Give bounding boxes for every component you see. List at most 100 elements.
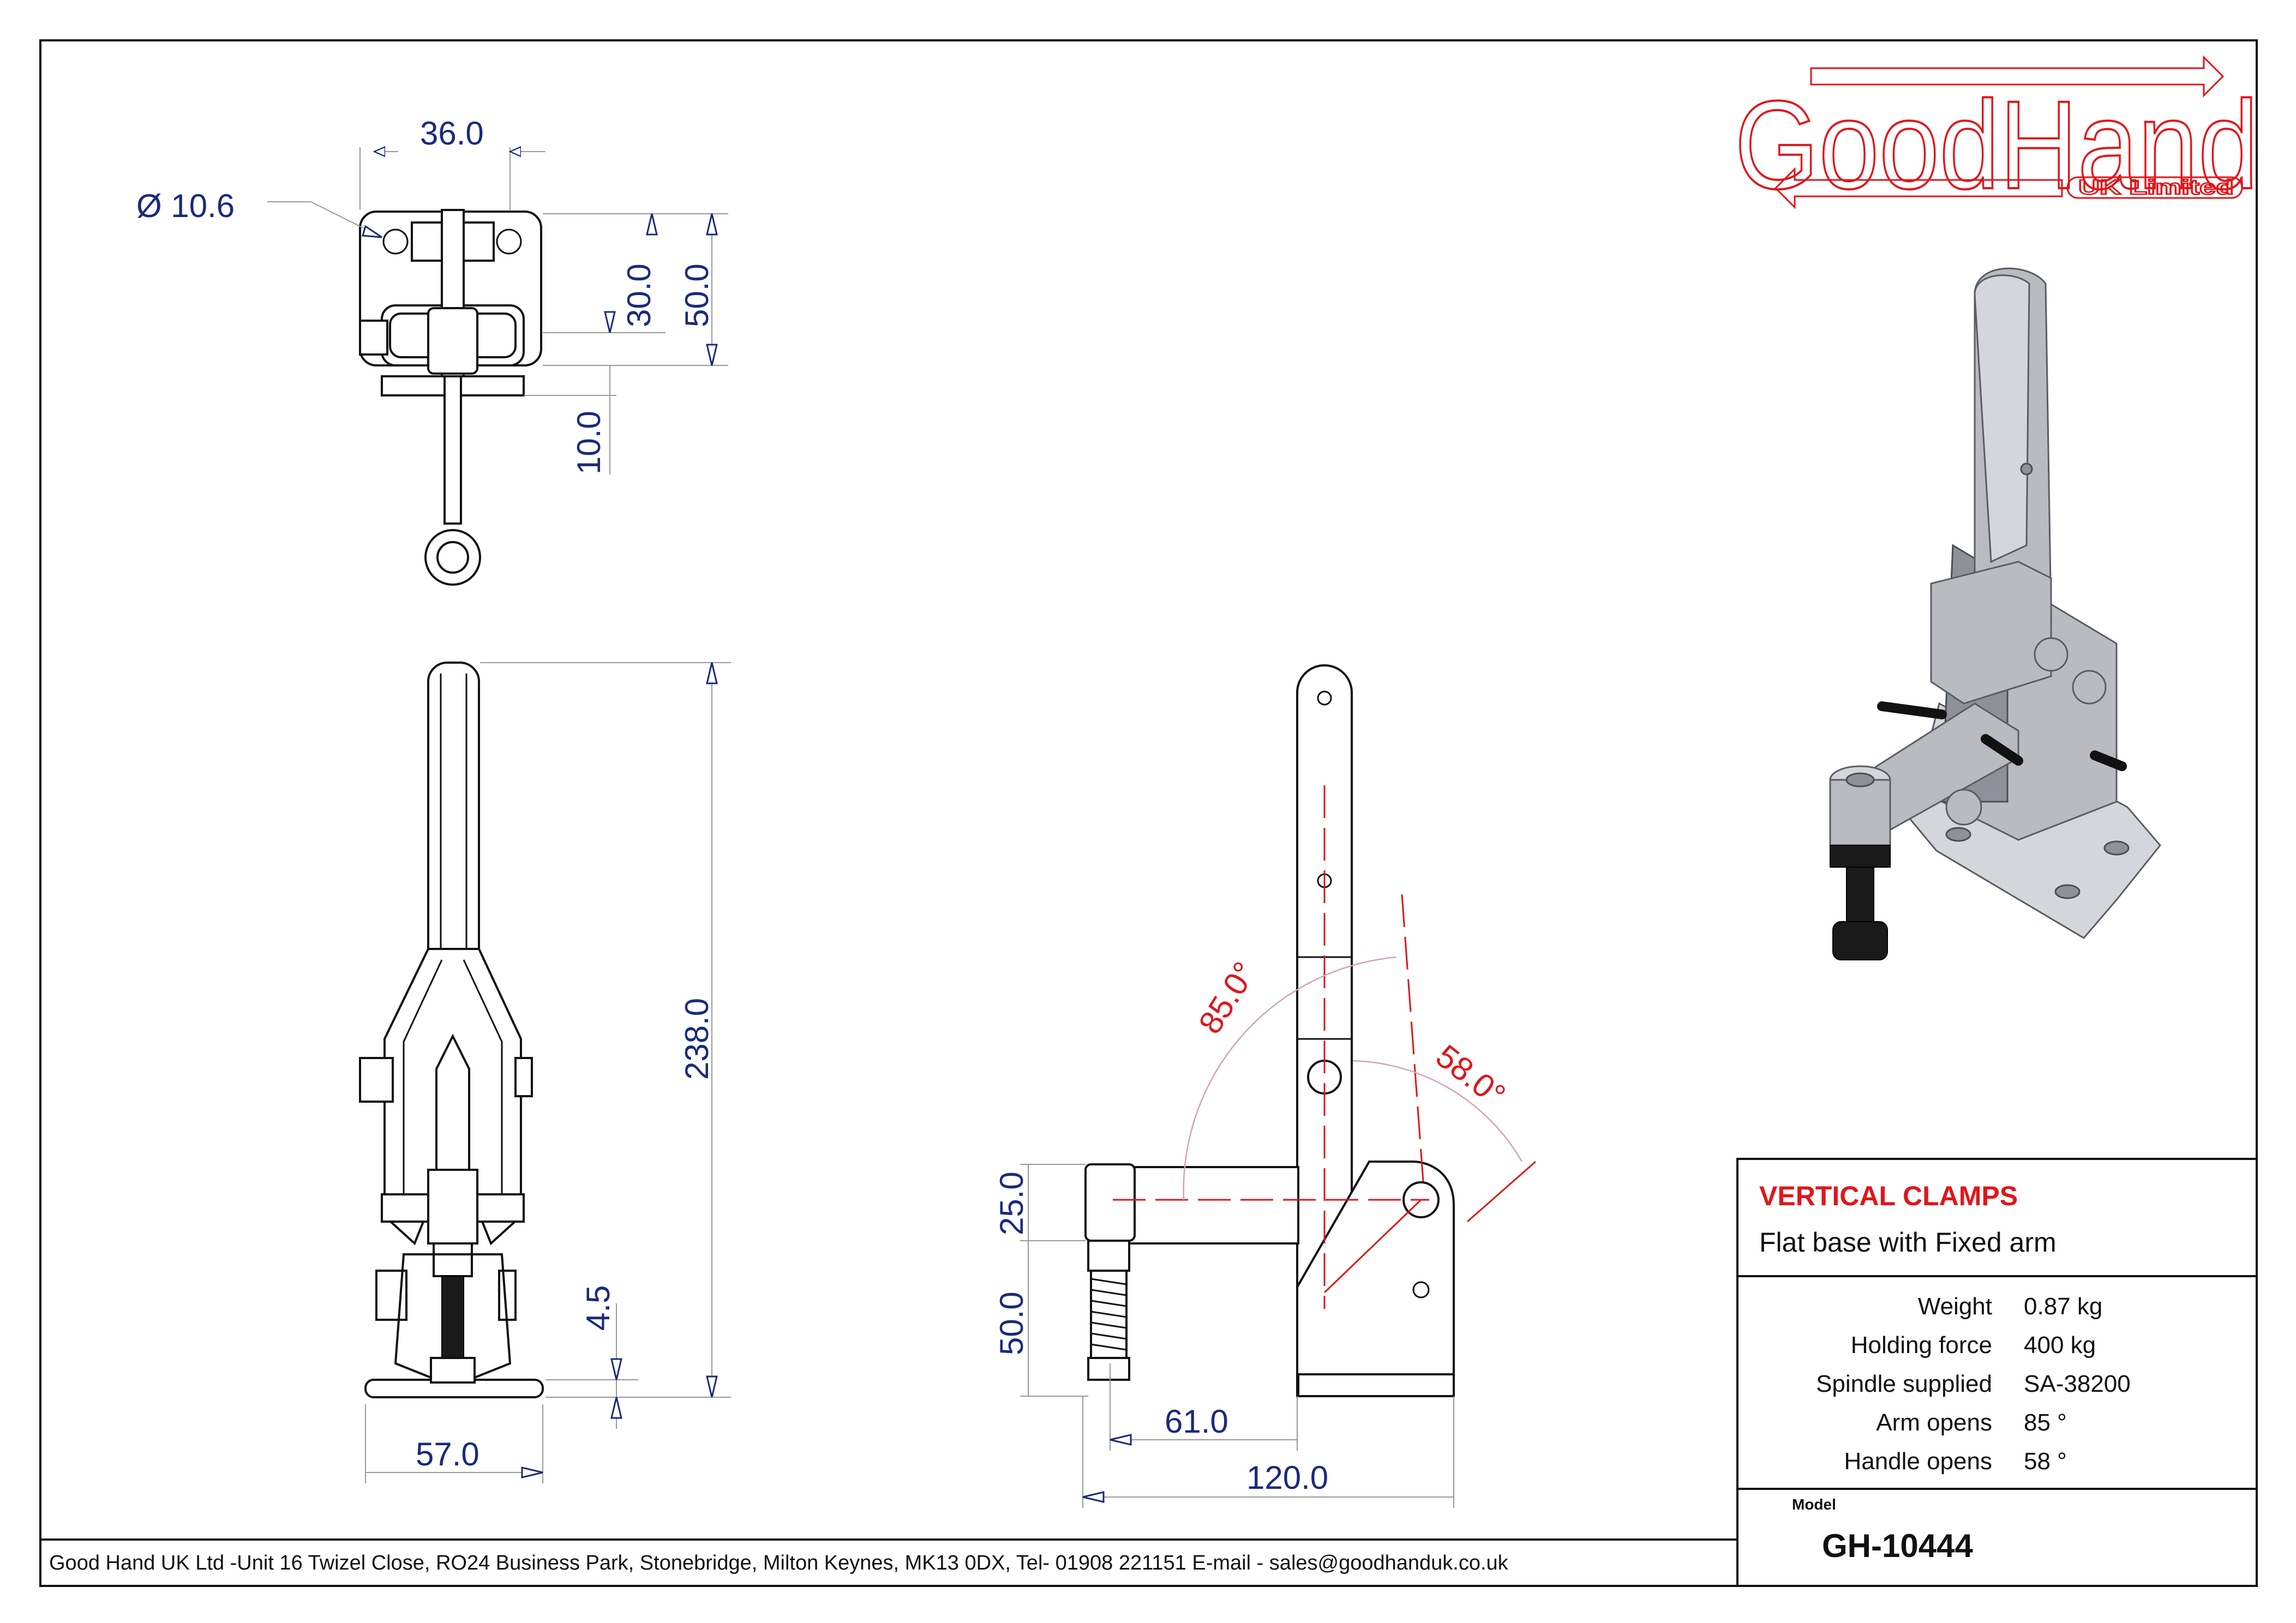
company-logo: GoodHand UK Limited xyxy=(1734,55,2259,216)
spec-value: 58 ° xyxy=(2024,1448,2067,1475)
dim-arrow-icon xyxy=(1082,1491,1105,1503)
spindle-sleeve xyxy=(1084,1163,1136,1242)
leader-arrow-icon xyxy=(362,225,382,238)
dim-width-holes: 36.0 xyxy=(420,115,484,152)
arm-open-arc xyxy=(1183,956,1397,1200)
logo-subtitle: UK Limited xyxy=(2078,176,2234,199)
handle-open-arc xyxy=(1352,1060,1523,1162)
iso-handle-hole xyxy=(2020,462,2033,476)
iso-spindle-pad xyxy=(1832,921,1888,960)
side-body xyxy=(1296,1161,1455,1397)
dim-arrow-icon xyxy=(706,1375,718,1398)
front-pad xyxy=(430,1357,476,1384)
spec-value: SA-38200 xyxy=(2024,1370,2131,1397)
logo-arrow-right-icon xyxy=(1810,55,2225,98)
body-hole xyxy=(1412,1281,1430,1299)
iso-spindle-sleeve xyxy=(1829,779,1891,846)
model-number: GH-10444 xyxy=(1822,1528,1973,1564)
iso-pin xyxy=(2090,750,2127,771)
footer-address: Good Hand UK Ltd -Unit 16 Twizel Close, … xyxy=(49,1552,1509,1574)
side-base xyxy=(1297,1373,1455,1397)
dim-arrow-icon xyxy=(706,213,718,236)
front-view: 238.0 4.5 57.0 xyxy=(359,662,731,1483)
front-bolt xyxy=(359,1057,394,1103)
title-block: VERTICAL CLAMPS Flat base with Fixed arm… xyxy=(1736,1158,2258,1587)
spindle-tip xyxy=(1087,1357,1130,1381)
iso-spindle-bore xyxy=(1845,772,1875,788)
front-arm-block xyxy=(427,1169,478,1245)
mount-hole xyxy=(382,229,409,255)
front-handle xyxy=(427,662,480,969)
logo-sub-badge xyxy=(2066,176,2243,199)
mount-hole xyxy=(496,229,522,255)
front-side-nut xyxy=(498,1270,517,1321)
dim-hole-pitch: 30.0 xyxy=(621,263,657,327)
iso-pin xyxy=(1981,734,2023,766)
iso-handle-highlight xyxy=(1974,274,2030,563)
dim-offset: 10.0 xyxy=(571,411,607,474)
iso-pivot xyxy=(2034,637,2069,672)
spindle-nut xyxy=(1087,1240,1130,1272)
isometric-view xyxy=(1829,267,2161,960)
leader-line xyxy=(267,201,382,238)
iso-pivot xyxy=(1945,789,1982,826)
link-line xyxy=(1323,1199,1422,1294)
dim-arrow-icon xyxy=(646,213,658,236)
iso-yoke xyxy=(1930,561,2052,705)
logo-wordmark: GoodHand xyxy=(1735,75,2258,215)
dim-arm-height: 50.0 xyxy=(993,1291,1030,1355)
top-view: 36.0 Ø 10.6 30.0 50.0 10.0 xyxy=(136,115,728,586)
side-view: 85.0° 58.0° 25.0 50.0 61.0 120.0 xyxy=(993,664,1536,1508)
dim-total-length: 120.0 xyxy=(1246,1459,1328,1496)
dim-height: 238.0 xyxy=(679,998,715,1080)
dim-arrow-icon xyxy=(610,1397,622,1419)
title-block-frame xyxy=(1736,1158,2258,1587)
dim-spindle-height: 25.0 xyxy=(993,1171,1030,1235)
dim-base-depth: 50.0 xyxy=(679,263,715,327)
handle-hole xyxy=(1317,690,1332,706)
iso-base-hole xyxy=(1945,827,1971,842)
title-category: VERTICAL CLAMPS xyxy=(1759,1181,2018,1211)
spec-value: 400 kg xyxy=(2024,1332,2096,1358)
thread-lines xyxy=(1090,1278,1127,1351)
logo-arrow-left-icon xyxy=(1774,167,2063,209)
front-nut xyxy=(514,1057,533,1097)
dim-hole-diameter: Ø 10.6 xyxy=(136,188,235,224)
top-spindle-arm xyxy=(443,375,462,525)
dim-arrow-icon xyxy=(610,1358,622,1380)
center-line xyxy=(1401,894,1425,1189)
dim-arrow-icon xyxy=(1110,1434,1132,1446)
iso-base-hole xyxy=(2103,840,2130,856)
spec-value: 0.87 kg xyxy=(2024,1293,2102,1320)
yoke-inner xyxy=(403,959,503,1200)
top-spindle-bore xyxy=(436,541,469,574)
model-label: Model xyxy=(1792,1496,1836,1513)
dim-arrow-icon xyxy=(521,1466,543,1478)
top-link xyxy=(427,307,478,375)
dim-arrow-icon xyxy=(604,311,616,333)
dim-spindle-reach: 61.0 xyxy=(1165,1403,1228,1440)
spec-label: Arm opens xyxy=(1876,1409,1992,1436)
spec-label: Handle opens xyxy=(1844,1448,1992,1475)
iso-spindle-nut xyxy=(1830,845,1891,868)
dim-base-height: 4.5 xyxy=(580,1285,616,1331)
front-spindle-nut xyxy=(433,1242,473,1277)
dim-base-width: 57.0 xyxy=(416,1436,479,1472)
dim-arm-open-angle: 85.0° xyxy=(1191,955,1263,1040)
iso-pin xyxy=(1877,701,1947,719)
spec-label: Weight xyxy=(1918,1293,1992,1320)
spec-label: Holding force xyxy=(1851,1332,1992,1358)
iso-pivot xyxy=(2072,670,2107,705)
top-bolt-head xyxy=(359,320,388,356)
drawing-border xyxy=(39,39,2258,1587)
spec-label: Spindle supplied xyxy=(1816,1370,1992,1397)
front-spindle-thread xyxy=(441,1276,464,1358)
title-description: Flat base with Fixed arm xyxy=(1759,1227,2057,1258)
angle-ref-line xyxy=(1467,1161,1536,1223)
dim-arrow-icon xyxy=(706,344,718,366)
dim-arrow-icon xyxy=(706,662,718,684)
iso-base-hole xyxy=(2054,884,2081,899)
iso-spindle-thread xyxy=(1846,867,1874,922)
spec-value: 85 ° xyxy=(2024,1409,2067,1436)
